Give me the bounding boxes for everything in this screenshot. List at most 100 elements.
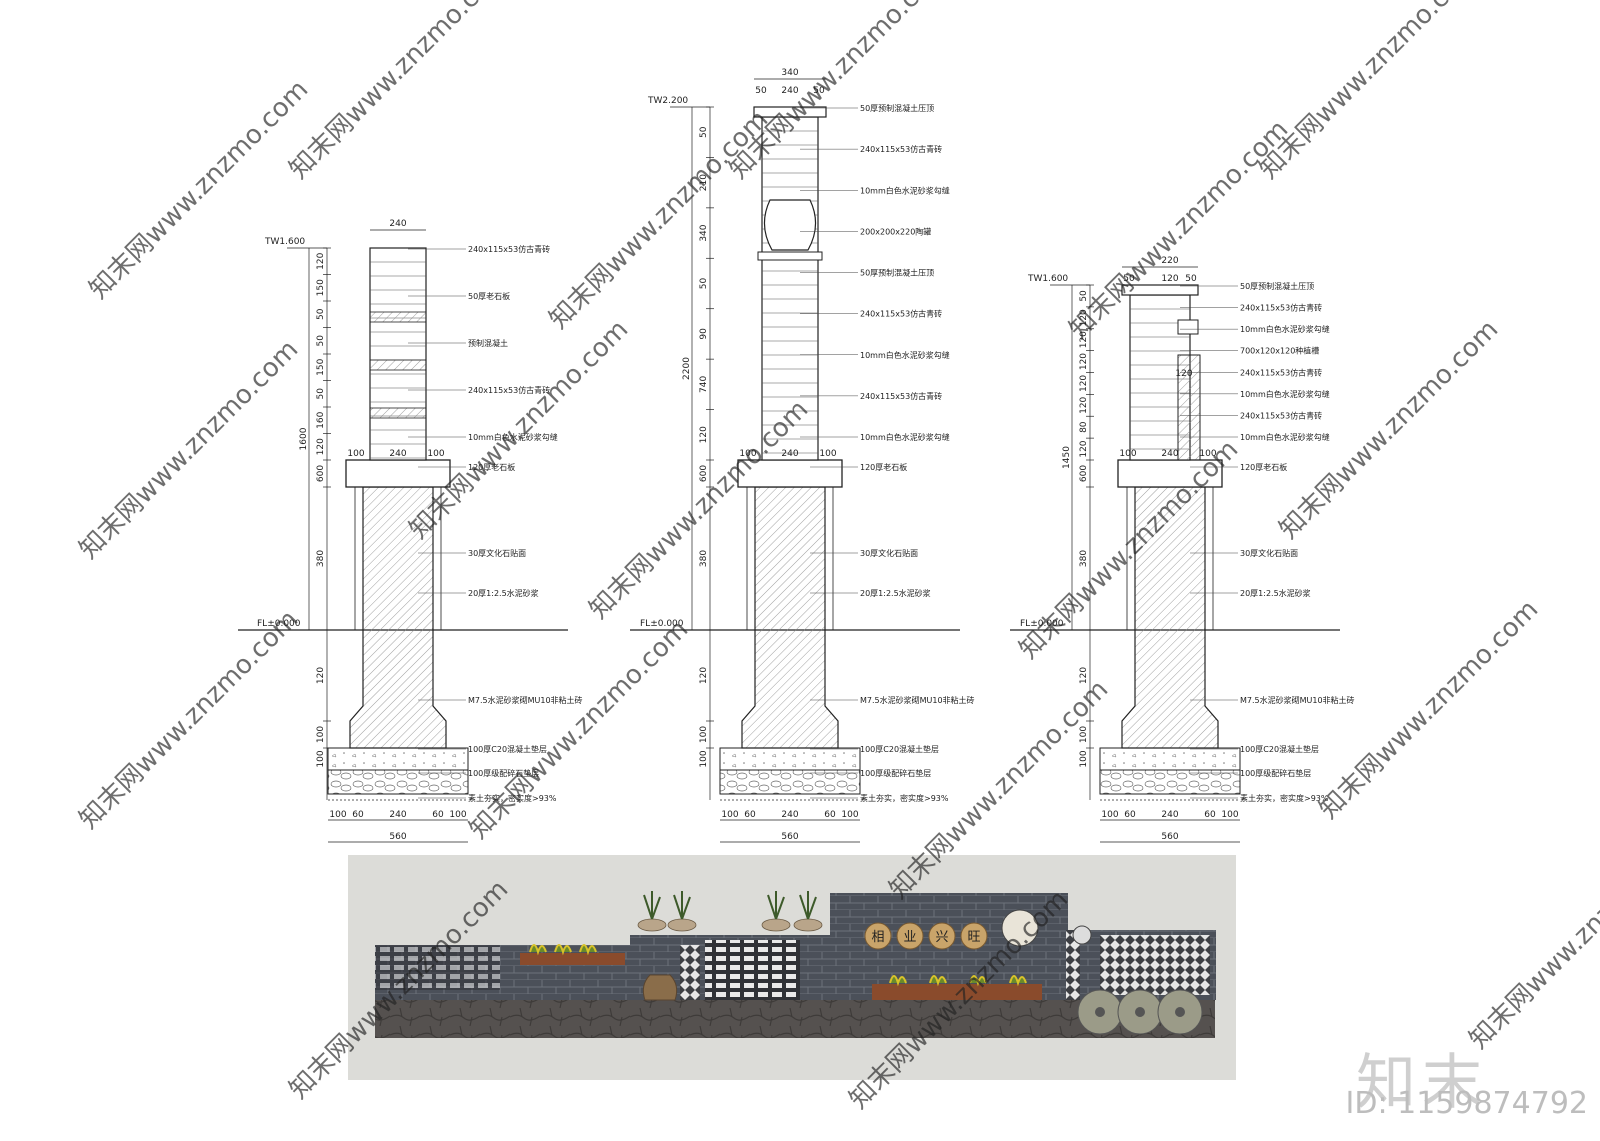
bottom-total: 560 — [781, 832, 798, 842]
dim-value: 50 — [316, 308, 326, 320]
watermark-text: 知末网www.znzmo.com — [404, 314, 635, 545]
flowers — [579, 944, 597, 956]
bottom-dim: 100 — [721, 810, 738, 820]
cap-dim: 50 — [1123, 274, 1135, 284]
dim-value: 210 — [699, 174, 709, 191]
slab-dim: 100 — [1119, 449, 1136, 459]
material-label: 100厚级配碎石垫层 — [468, 768, 539, 778]
dim-value: 740 — [699, 375, 709, 392]
dim-value: 120 — [1079, 375, 1089, 392]
dim-value: 120 — [316, 252, 326, 269]
pot-2 — [761, 918, 791, 932]
material-label: 20厚1:2.5水泥砂浆 — [1240, 588, 1311, 598]
planter-slot — [1177, 319, 1199, 335]
material-label: 120厚老石板 — [1240, 462, 1287, 472]
checker-panel — [375, 945, 500, 990]
brand-watermark: 知末 — [1356, 1048, 1488, 1118]
pot-plant — [643, 891, 661, 920]
back-wall-hatched — [1177, 354, 1201, 461]
section-drawings: TW1.600FL±0.0001201505050150501601206003… — [238, 68, 1355, 843]
material-label: M7.5水泥砂浆砌MU10非粘土砖 — [468, 695, 583, 705]
slab-dim: 240 — [781, 449, 798, 459]
dim-value: 80 — [1079, 421, 1089, 433]
ground-level-text: FL±0.000 — [257, 619, 301, 629]
material-label: 10mm白色水泥砂浆勾缝 — [860, 432, 950, 442]
material-label: 240x115x53仿古青砖 — [860, 144, 942, 154]
concrete-coping — [1121, 284, 1199, 296]
watermark-text: 知末网www.znzmo.com — [1254, 0, 1485, 185]
dim-value: 600 — [1079, 465, 1089, 482]
material-label: M7.5水泥砂浆砌MU10非粘土砖 — [1240, 695, 1355, 705]
material-label: 100厚级配碎石垫层 — [1240, 768, 1311, 778]
material-label: 30厚文化石贴面 — [468, 548, 526, 558]
dim-value: 90 — [699, 328, 709, 340]
pot-plant — [767, 891, 785, 920]
material-label: 200x200x220陶罐 — [860, 226, 931, 236]
dim-value: 100 — [1079, 726, 1089, 743]
bottom-dim: 100 — [841, 810, 858, 820]
flowers — [929, 975, 947, 987]
sign-character: 业 — [903, 930, 916, 945]
dim-value: 150 — [316, 358, 326, 375]
cap-dim: 120 — [1161, 274, 1178, 284]
dim-value: 120 — [1079, 353, 1089, 370]
top-level-text: TW1.600 — [264, 237, 305, 247]
dim-value: 160 — [316, 411, 326, 428]
dim-value: 120 — [316, 438, 326, 455]
watermark-text: 知末网www.znzmo.com — [74, 334, 305, 565]
concrete-coping — [753, 106, 827, 118]
flowers — [969, 975, 987, 987]
dim-value: 100 — [699, 750, 709, 767]
slab-dim: 100 — [739, 449, 756, 459]
section-1: TW1.600FL±0.0001201505050150501601206003… — [238, 219, 583, 843]
stone-slab — [345, 459, 451, 488]
dim-value: 120 — [1079, 667, 1089, 684]
dim-value: 340 — [699, 224, 709, 241]
dim-value: 50 — [699, 278, 709, 290]
material-label: 10mm白色水泥砂浆勾缝 — [860, 350, 950, 360]
rubble-base — [375, 1000, 1215, 1038]
bottom-total: 560 — [389, 832, 406, 842]
concrete-bed — [327, 747, 469, 771]
bottom-dim: 60 — [432, 810, 444, 820]
bottom-dim: 100 — [449, 810, 466, 820]
material-label: 素土夯实，密实度>93% — [1240, 793, 1329, 803]
footing-hatched — [741, 486, 839, 749]
watermark-text: 知末网www.znzmo.com — [1314, 594, 1545, 825]
dim-value: 50 — [1079, 290, 1089, 302]
material-label: 240x115x53仿古青砖 — [860, 309, 942, 319]
top-level-text: TW1.600 — [1027, 274, 1068, 284]
flowers — [1009, 975, 1027, 987]
gravel-bed — [1099, 769, 1241, 795]
material-label: 10mm白色水泥砂浆勾缝 — [468, 432, 558, 442]
flowers — [529, 944, 547, 956]
bottom-dim: 240 — [1161, 810, 1178, 820]
landscape-wall-render: 相业兴旺 — [348, 855, 1236, 1080]
top-width: 240 — [389, 219, 406, 229]
ceramic-jar — [763, 199, 817, 251]
slab-dim: 240 — [389, 449, 406, 459]
sign-character: 相 — [871, 930, 884, 945]
material-label: 100厚级配碎石垫层 — [860, 768, 931, 778]
bottom-dim: 60 — [352, 810, 364, 820]
material-label: 20厚1:2.5水泥砂浆 — [468, 588, 539, 598]
slab-dim: 100 — [427, 449, 444, 459]
bottom-dim: 240 — [389, 810, 406, 820]
dim-value: 380 — [316, 550, 326, 567]
material-label: 30厚文化石贴面 — [1240, 548, 1298, 558]
image-id-watermark: ID: 1159874792 — [1345, 1086, 1588, 1121]
dim-value: 120 — [699, 667, 709, 684]
brick-column — [761, 116, 819, 461]
material-label: 素土夯实，密实度>93% — [468, 793, 557, 803]
material-label: 10mm白色水泥砂浆勾缝 — [860, 185, 950, 195]
material-label: 700x120x120种植槽 — [1240, 346, 1319, 356]
millstone-hole — [1135, 1007, 1145, 1017]
round-window — [1001, 909, 1039, 947]
millstone-hole — [1175, 1007, 1185, 1017]
material-label: 30厚文化石贴面 — [860, 548, 918, 558]
dim-value: 600 — [316, 465, 326, 482]
dim-value: 100 — [316, 750, 326, 767]
pot-plant — [799, 891, 817, 920]
pot-4 — [667, 918, 697, 932]
